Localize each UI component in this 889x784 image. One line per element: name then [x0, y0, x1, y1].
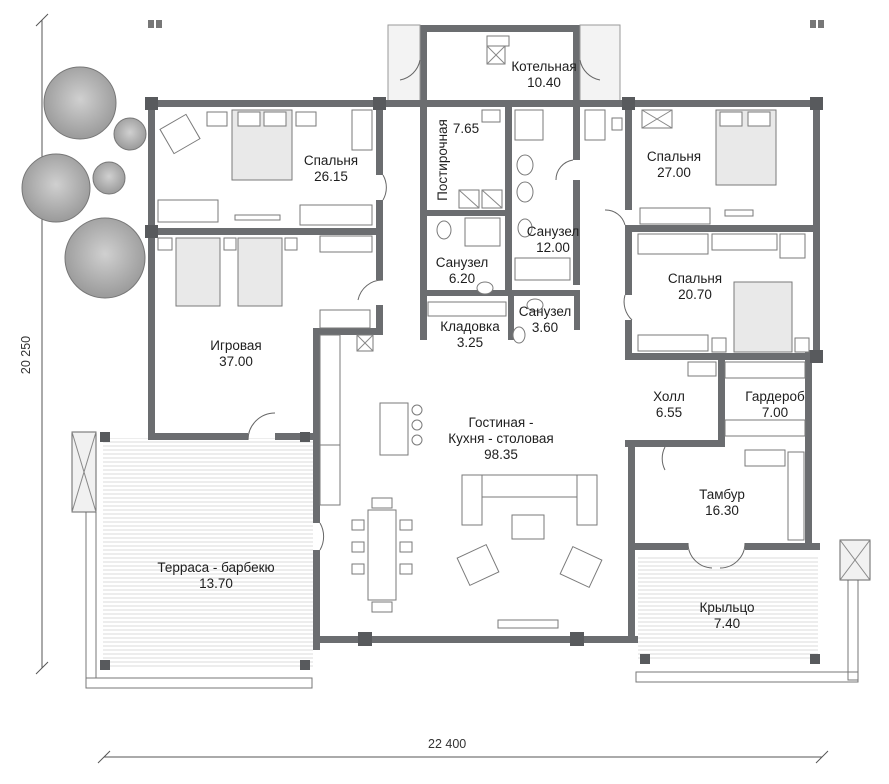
- room-living-area: 98.35: [484, 447, 518, 462]
- room-vestibule-name: Тамбур: [699, 487, 745, 502]
- room-bathroom-center-name: Санузел: [527, 224, 580, 239]
- room-vestibule-area: 16.30: [705, 503, 739, 518]
- room-bathroom-tiny-name: Санузел: [519, 304, 572, 319]
- walls: [100, 20, 824, 670]
- terrace-deck: [71, 431, 871, 689]
- room-bedroom-left-name: Спальня: [304, 153, 358, 168]
- room-terrace-name: Терраса - барбекю: [157, 560, 274, 575]
- room-laundry-name: Постирочная: [435, 119, 450, 201]
- room-bedroom-right-top-area: 27.00: [657, 165, 691, 180]
- room-bedroom-right-mid-area: 20.70: [678, 287, 712, 302]
- room-bedroom-left-area: 26.15: [314, 169, 348, 184]
- room-hall-name: Холл: [653, 389, 685, 404]
- room-labels: Котельная 10.40 7.65 Постирочная Спальня…: [157, 59, 805, 631]
- height-dimension-label: 20 250: [19, 336, 33, 374]
- room-bathroom-small-name: Санузел: [436, 255, 489, 270]
- room-boiler-area: 10.40: [527, 75, 561, 90]
- room-porch-name: Крыльцо: [699, 600, 754, 615]
- width-dimension: [97, 750, 829, 764]
- doors: [247, 59, 746, 569]
- room-wardrobe-area: 7.00: [762, 405, 788, 420]
- room-terrace-area: 13.70: [199, 576, 233, 591]
- width-dimension-label: 22 400: [428, 737, 466, 751]
- furniture: [157, 35, 810, 629]
- height-dimension: [35, 13, 49, 675]
- room-living-name2: Кухня - столовая: [448, 431, 554, 446]
- room-laundry-area: 7.65: [453, 121, 479, 136]
- room-bathroom-tiny-area: 3.60: [532, 320, 558, 335]
- room-bathroom-center-area: 12.00: [536, 240, 570, 255]
- room-living-name: Гостиная -: [469, 415, 534, 430]
- room-hall-area: 6.55: [656, 405, 682, 420]
- room-storage-name: Кладовка: [440, 319, 500, 334]
- room-bedroom-right-top-name: Спальня: [647, 149, 701, 164]
- room-porch-area: 7.40: [714, 616, 740, 631]
- room-boiler-name: Котельная: [511, 59, 576, 74]
- room-playroom-area: 37.00: [219, 354, 253, 369]
- room-wardrobe-name: Гардероб: [745, 389, 805, 404]
- room-playroom-name: Игровая: [210, 338, 261, 353]
- room-bedroom-right-mid-name: Спальня: [668, 271, 722, 286]
- room-bathroom-small-area: 6.20: [449, 271, 475, 286]
- room-storage-area: 3.25: [457, 335, 483, 350]
- trees: [21, 66, 147, 299]
